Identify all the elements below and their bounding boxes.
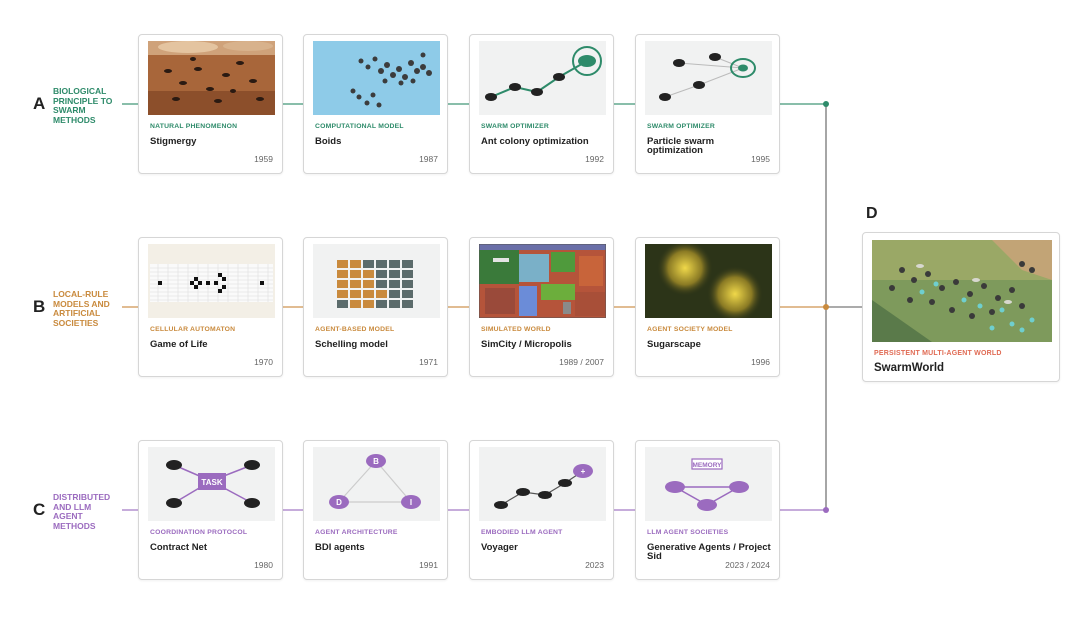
category-label: EMBODIED LLM AGENT	[481, 529, 563, 536]
card-year: 1987	[419, 154, 438, 164]
card-year: 1980	[254, 560, 273, 570]
life-grid-icon	[148, 244, 275, 318]
card-name: Contract Net	[150, 542, 208, 553]
ants-photo-icon	[148, 41, 275, 115]
card-name: Particle swarm optimization	[647, 136, 715, 156]
voyager-path-icon: +	[479, 447, 606, 521]
category-label: CELLULAR AUTOMATON	[150, 326, 236, 333]
voyager-node-label: +	[581, 467, 586, 476]
category-label: SIMULATED WORLD	[481, 326, 551, 333]
row-a-title: BIOLOGICAL PRINCIPLE TO SWARM METHODS	[53, 86, 113, 125]
card-name: Schelling model	[315, 339, 388, 350]
particle-swarm-icon	[645, 41, 772, 115]
card-year: 1995	[751, 154, 770, 164]
card-name: Sugarscape	[647, 339, 701, 350]
card-sugarscape: AGENT SOCIETY MODEL Sugarscape 1996	[635, 237, 780, 377]
boids-flock-icon	[313, 41, 440, 115]
card-year: 1992	[585, 154, 604, 164]
card-year: 2023 / 2024	[725, 560, 770, 570]
card-name: BDI agents	[315, 542, 365, 553]
category-label: SWARM OPTIMIZER	[647, 123, 715, 130]
agent-society-icon: MEMORY	[645, 447, 772, 521]
category-label: SWARM OPTIMIZER	[481, 123, 549, 130]
junction-c	[823, 507, 829, 513]
card-name: SimCity / Micropolis	[481, 339, 572, 350]
junction-a	[823, 101, 829, 107]
card-ant-colony: SWARM OPTIMIZER Ant colony optimization …	[469, 34, 614, 174]
card-year: 1971	[419, 357, 438, 367]
category-label: AGENT ARCHITECTURE	[315, 529, 398, 536]
card-name: Voyager	[481, 542, 518, 553]
junction-b	[823, 304, 829, 310]
card-name: Boids	[315, 136, 342, 147]
row-c-letter: C	[33, 500, 46, 519]
card-schelling: AGENT-BASED MODEL Schelling model 1971	[303, 237, 448, 377]
category-label: NATURAL PHENOMENON	[150, 123, 238, 130]
card-particle-swarm: SWARM OPTIMIZER Particle swarm optimizat…	[635, 34, 780, 174]
card-name: SwarmWorld	[874, 362, 945, 374]
row-b-letter: B	[33, 297, 46, 316]
category-label: COMPUTATIONAL MODEL	[315, 123, 404, 130]
sugarscape-field-icon	[645, 244, 772, 318]
card-simcity: SIMULATED WORLD SimCity / Micropolis 198…	[469, 237, 614, 377]
card-stigmergy: NATURAL PHENOMENON Stigmergy 1959	[138, 34, 283, 174]
task-network-icon: TASK	[148, 447, 275, 521]
ant-path-icon	[479, 41, 606, 115]
card-swarmworld: PERSISTENT MULTI-AGENT WORLD SwarmWorld	[862, 232, 1060, 382]
category-label: AGENT SOCIETY MODEL	[647, 326, 733, 333]
card-year: 1991	[419, 560, 438, 570]
card-year: 2023	[585, 560, 604, 570]
card-generative-agents: MEMORY LLM AGENT SOCIETIES Generative Ag…	[635, 440, 780, 580]
card-year: 1970	[254, 357, 273, 367]
memory-node-label: MEMORY	[692, 462, 722, 469]
card-game-of-life: CELLULAR AUTOMATON Game of Life 1970	[138, 237, 283, 377]
task-node-label: TASK	[201, 478, 222, 487]
schelling-grid-icon	[313, 244, 440, 318]
category-label: LLM AGENT SOCIETIES	[647, 529, 729, 536]
card-name: Generative Agents / Project Sid	[647, 542, 771, 562]
card-contract-net: TASK COORDINATION PROTOCOL Contract Net …	[138, 440, 283, 580]
card-name: Ant colony optimization	[481, 136, 589, 147]
result-letter: D	[866, 205, 878, 222]
card-name: Game of Life	[150, 339, 208, 350]
simcity-map-icon	[479, 244, 606, 318]
bdi-triangle-icon: B D I	[313, 447, 440, 521]
card-bdi: B D I AGENT ARCHITECTURE BDI agents 1991	[303, 440, 448, 580]
card-year: 1996	[751, 357, 770, 367]
swarmworld-scene-icon	[872, 240, 1052, 342]
bdi-node-d: D	[336, 498, 342, 507]
category-label: COORDINATION PROTOCOL	[150, 529, 248, 536]
card-boids: COMPUTATIONAL MODEL Boids 1987	[303, 34, 448, 174]
bdi-node-i: I	[410, 498, 412, 507]
card-voyager: + EMBODIED LLM AGENT Voyager 2023	[469, 440, 614, 580]
row-a-letter: A	[33, 94, 46, 113]
card-year: 1989 / 2007	[559, 357, 604, 367]
row-b-title: LOCAL-RULE MODELS AND ARTIFICIAL SOCIETI…	[53, 289, 110, 328]
category-label: AGENT-BASED MODEL	[315, 326, 395, 333]
card-year: 1959	[254, 154, 273, 164]
category-label: PERSISTENT MULTI-AGENT WORLD	[874, 350, 1002, 357]
row-c-title: DISTRIBUTED AND LLM AGENT METHODS	[53, 492, 111, 531]
bdi-node-b: B	[373, 457, 379, 466]
card-name: Stigmergy	[150, 136, 197, 147]
